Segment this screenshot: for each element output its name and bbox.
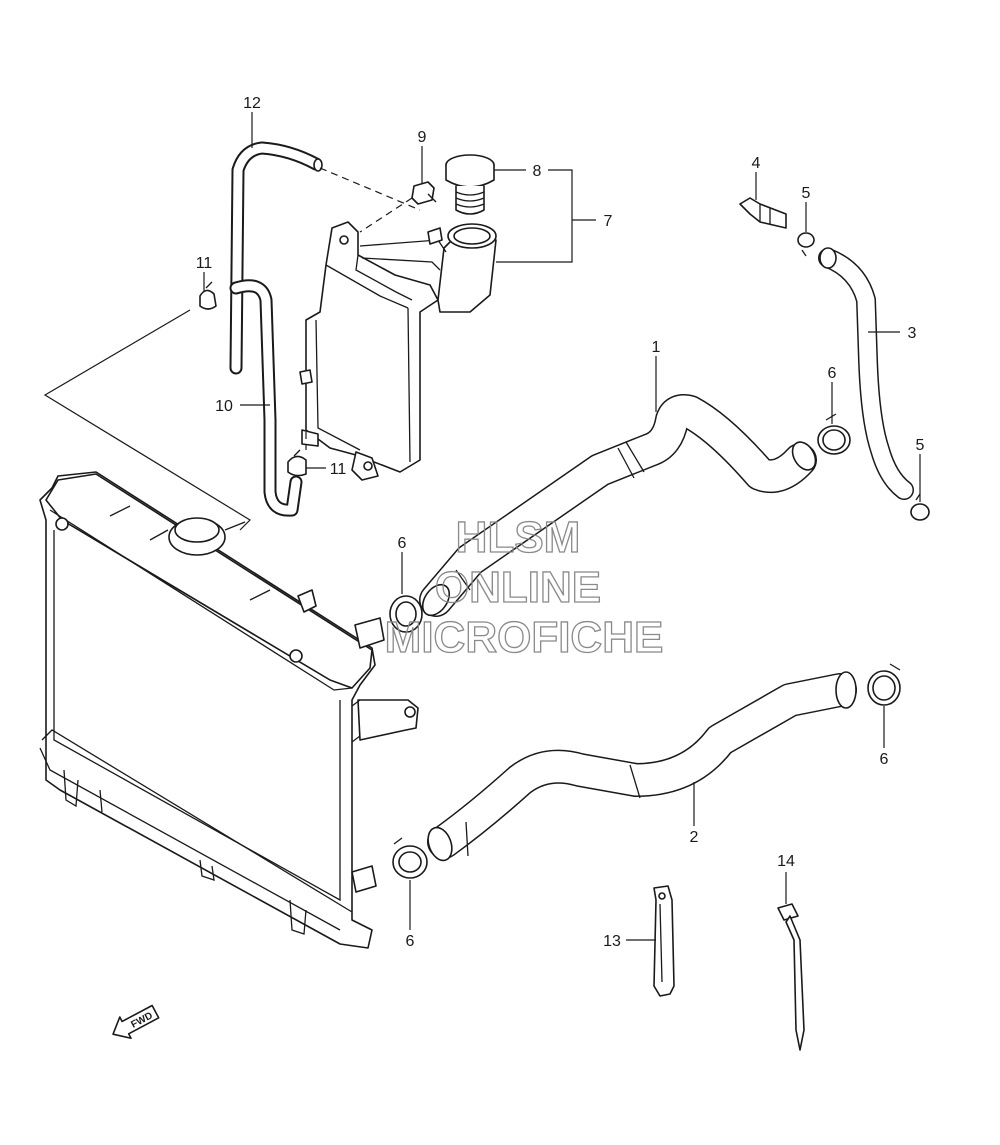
callout-13: 13 [603, 933, 621, 950]
callout-7: 7 [604, 213, 613, 230]
hose-clamp-6a [817, 413, 851, 455]
callout-8: 8 [533, 163, 542, 180]
clamp-5-lower [910, 493, 930, 521]
watermark-line-3: MICROFICHE [385, 613, 664, 662]
hose-clip [653, 885, 675, 997]
callout-1: 1 [652, 339, 661, 356]
callout-11-upper: 11 [196, 255, 213, 272]
hose-clamp-6b [389, 595, 423, 633]
union-fitting [739, 197, 787, 229]
callout-12: 12 [243, 95, 261, 112]
callout-6-lower-right: 6 [880, 751, 889, 768]
callout-3: 3 [908, 325, 917, 342]
radiator [39, 471, 419, 949]
reservoir-tank [299, 221, 497, 481]
cable-tie [777, 903, 805, 1051]
bolt [411, 181, 437, 205]
bypass-hose [818, 247, 914, 500]
tank-cap [445, 154, 495, 215]
lower-radiator-hose [427, 671, 857, 862]
watermark-line-2: ONLINE [435, 563, 601, 612]
callout-5-upper: 5 [802, 185, 811, 202]
leader-lines [203, 112, 921, 941]
callout-6-upper-right: 6 [828, 365, 837, 382]
clamp-5-upper [797, 232, 815, 257]
callout-10: 10 [215, 398, 233, 415]
fwd-arrow: FWD [112, 1004, 160, 1040]
hose-clamp-6d [392, 837, 428, 879]
assembly-line-9 [359, 197, 413, 233]
callout-6-lower-left: 6 [406, 933, 415, 950]
assembly-line-radiator [43, 309, 251, 531]
overflow-hose [229, 279, 303, 517]
callout-14: 14 [777, 853, 795, 870]
clamp-11-upper [199, 281, 217, 310]
callout-2: 2 [690, 829, 699, 846]
callout-6-upper-left: 6 [398, 535, 407, 552]
watermark: HLSM ONLINE MICROFICHE [384, 512, 664, 662]
callout-9: 9 [418, 129, 427, 146]
hose-clamp-6c [867, 663, 901, 706]
watermark-line-1: HLSM [456, 513, 581, 562]
fwd-label: FWD [129, 1010, 154, 1030]
assembly-line-12 [319, 167, 421, 211]
upper-radiator-hose [419, 394, 817, 617]
callout-4: 4 [752, 155, 761, 172]
clamp-11-lower [287, 449, 307, 477]
callout-5-lower: 5 [916, 437, 925, 454]
callout-11-lower: 11 [330, 461, 347, 478]
